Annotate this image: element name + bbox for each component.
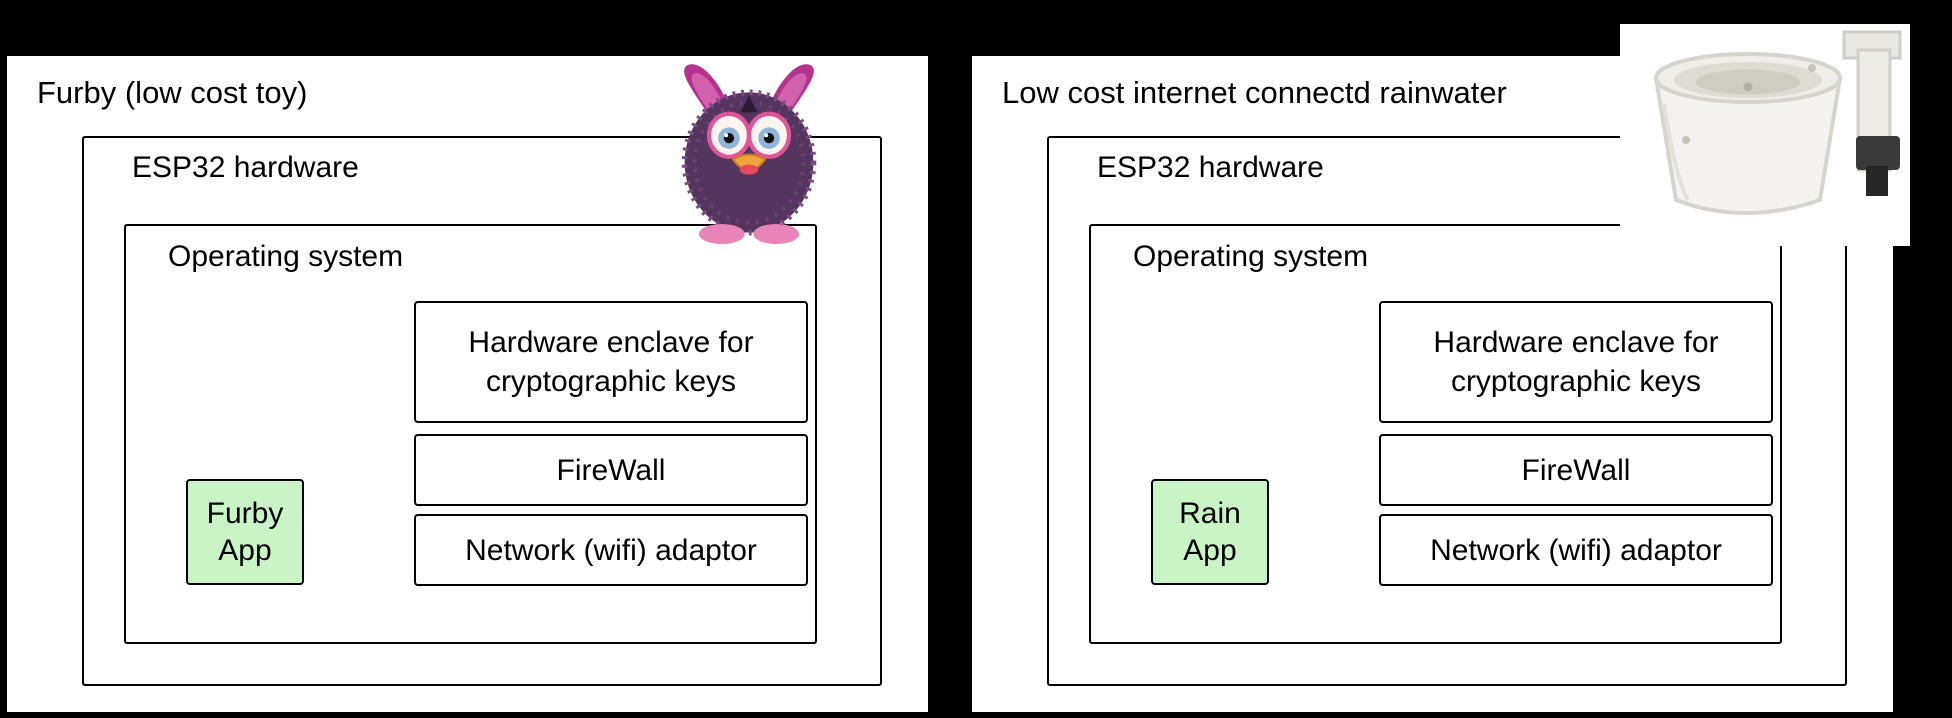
rainwater-panel-title: Low cost internet connectd rainwater (1002, 75, 1507, 110)
furby-firewall-box: FireWall (414, 434, 808, 506)
rain-hardware-enclave-box: Hardware enclave for cryptographic keys (1379, 301, 1773, 423)
rain-esp32-hardware-label: ESP32 hardware (1097, 151, 1324, 184)
furby-app-box: Furby App (186, 479, 304, 585)
furby-esp32-hardware-label: ESP32 hardware (132, 151, 359, 184)
furby-toy-image (663, 58, 835, 244)
rain-network-adaptor-box: Network (wifi) adaptor (1379, 514, 1773, 586)
rain-firewall-box: FireWall (1379, 434, 1773, 506)
furby-panel-title: Furby (low cost toy) (37, 75, 308, 110)
rain-gauge-icon (1620, 24, 1910, 246)
furby-network-adaptor-box: Network (wifi) adaptor (414, 514, 808, 586)
furby-panel: Furby (low cost toy) ESP32 hardware Oper… (5, 54, 930, 714)
rain-app-box: Rain App (1151, 479, 1269, 585)
rain-operating-system-label: Operating system (1133, 240, 1369, 273)
furby-hardware-enclave-box: Hardware enclave for cryptographic keys (414, 301, 808, 423)
furby-operating-system-label: Operating system (168, 240, 404, 273)
furby-toy-icon (681, 64, 817, 244)
rain-gauge-image (1620, 24, 1910, 246)
rainwater-panel: Low cost internet connectd rainwater ESP… (970, 24, 1910, 714)
